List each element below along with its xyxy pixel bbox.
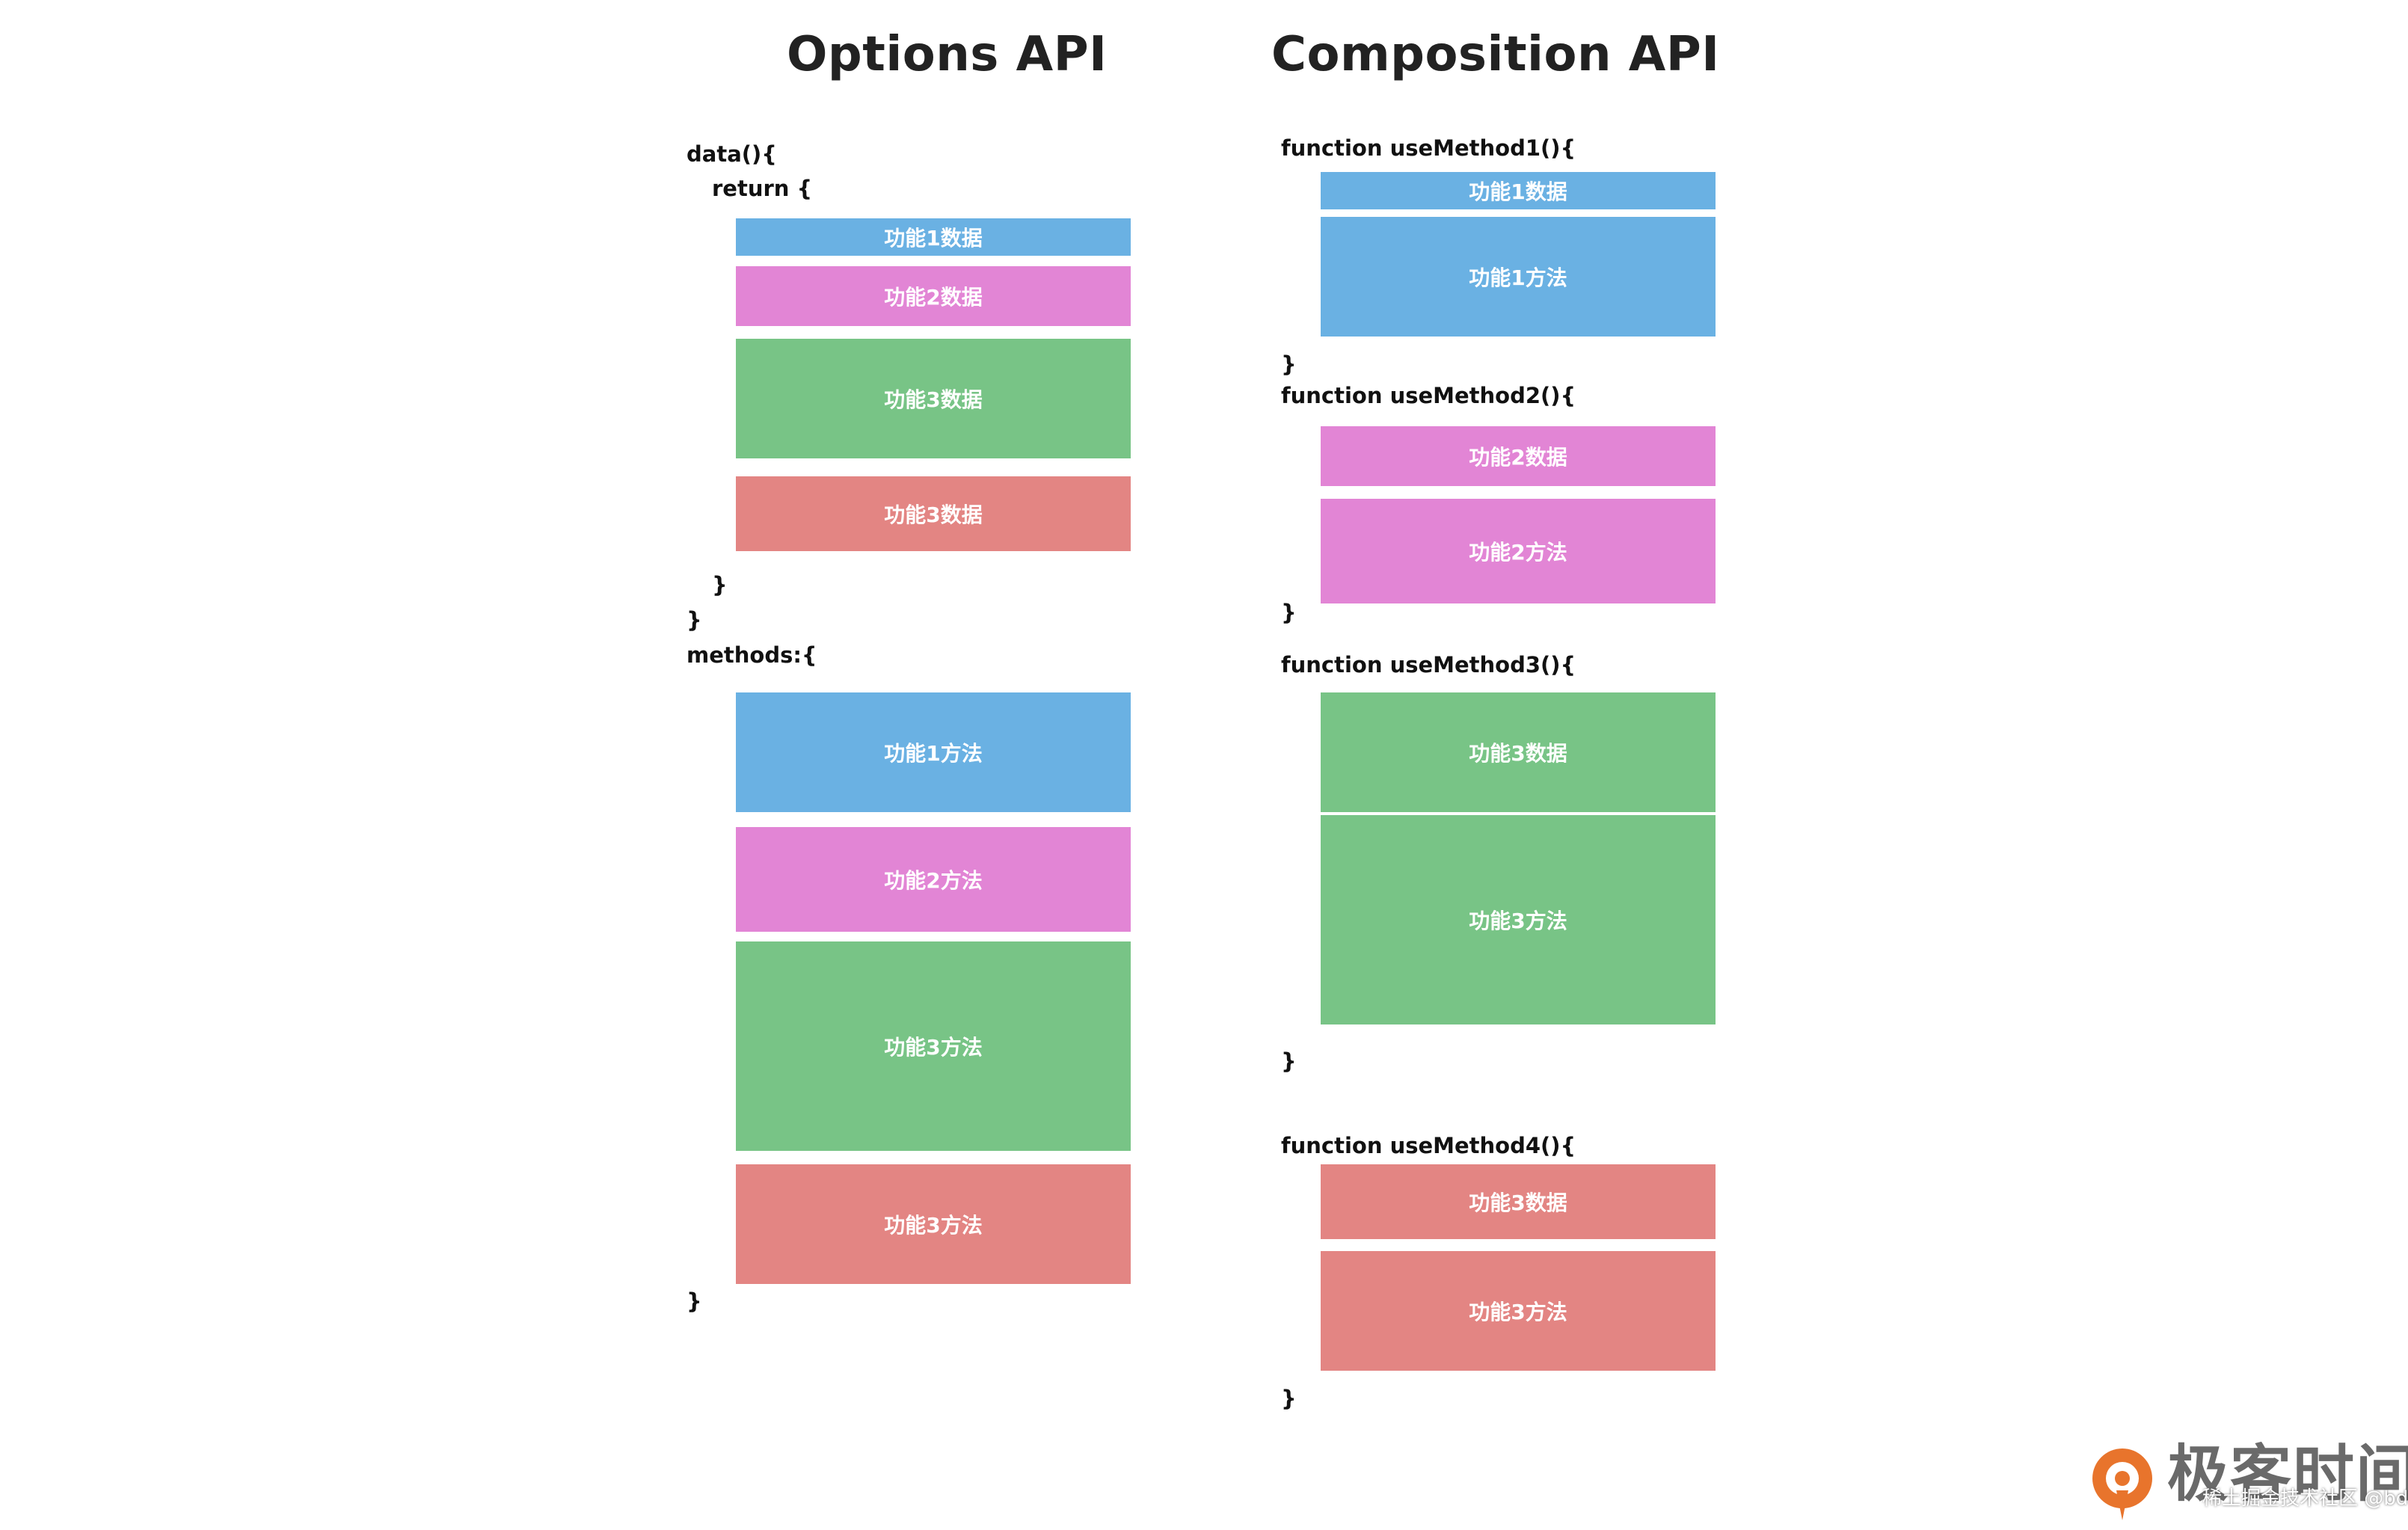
return-open: return { bbox=[712, 176, 813, 201]
comp-feature2-method-block: 功能2方法 bbox=[1321, 499, 1716, 603]
composition-api-title: Composition API bbox=[1271, 27, 1720, 82]
use-method1-signature: function useMethod1(){ bbox=[1281, 135, 1576, 161]
options-feature3-method-block: 功能3方法 bbox=[736, 941, 1131, 1151]
comp-feature3-method-block: 功能3方法 bbox=[1321, 815, 1716, 1024]
comp-feature4-data-block: 功能3数据 bbox=[1321, 1164, 1716, 1239]
options-feature1-data-block: 功能1数据 bbox=[736, 218, 1131, 256]
data-close-brace: } bbox=[687, 607, 702, 633]
comp-feature2-data-block: 功能2数据 bbox=[1321, 426, 1716, 486]
comp-feature4-method-block: 功能3方法 bbox=[1321, 1251, 1716, 1371]
return-close-brace: } bbox=[712, 572, 728, 597]
options-api-title: Options API bbox=[787, 27, 1108, 82]
options-feature1-method-block: 功能1方法 bbox=[736, 692, 1131, 812]
methods-open: methods:{ bbox=[687, 642, 817, 668]
comp-feature3-data-block: 功能3数据 bbox=[1321, 692, 1716, 812]
use-method4-close-brace: } bbox=[1281, 1386, 1297, 1411]
data-function-open: data(){ bbox=[687, 141, 777, 167]
watermark-text: 稀土掘金技术社区 @bdtom bbox=[2202, 1487, 2408, 1510]
use-method2-close-brace: } bbox=[1281, 600, 1297, 625]
use-method3-close-brace: } bbox=[1281, 1048, 1297, 1074]
use-method4-signature: function useMethod4(){ bbox=[1281, 1133, 1576, 1158]
methods-close-brace: } bbox=[687, 1288, 702, 1314]
options-feature4-method-block: 功能3方法 bbox=[736, 1164, 1131, 1284]
brand-logo: 极客时间 稀土掘金技术社区 @bdtom bbox=[2086, 1440, 2408, 1526]
options-feature2-data-block: 功能2数据 bbox=[736, 266, 1131, 326]
comp-feature1-data-block: 功能1数据 bbox=[1321, 172, 1716, 209]
brand-logo-text: 极客时间 bbox=[2167, 1439, 2408, 1510]
options-feature3-data-block: 功能3数据 bbox=[736, 339, 1131, 458]
options-feature4-data-block: 功能3数据 bbox=[736, 476, 1131, 551]
comp-feature1-method-block: 功能1方法 bbox=[1321, 217, 1716, 337]
options-feature2-method-block: 功能2方法 bbox=[736, 827, 1131, 932]
use-method2-signature: function useMethod2(){ bbox=[1281, 383, 1576, 408]
brand-mark-icon bbox=[2092, 1448, 2152, 1520]
use-method1-close-brace: } bbox=[1281, 351, 1297, 377]
use-method3-signature: function useMethod3(){ bbox=[1281, 652, 1576, 678]
